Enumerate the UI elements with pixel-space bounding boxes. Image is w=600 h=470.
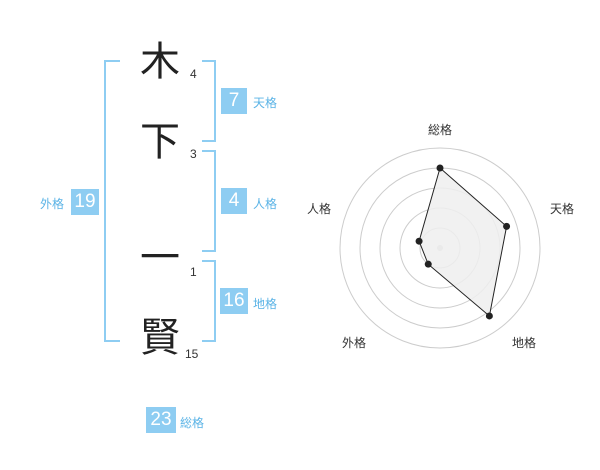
stroke-count-1: 4 xyxy=(190,67,197,81)
radar-ring-5 xyxy=(339,147,541,349)
radar-point-0 xyxy=(436,164,444,172)
radar-point-2 xyxy=(485,312,493,320)
radar-point-3 xyxy=(424,260,432,268)
soukaku-label: 総格 xyxy=(180,416,205,430)
tenkaku-label: 天格 xyxy=(253,96,278,110)
jinkaku-value: 4 xyxy=(221,188,247,214)
radar-axis-label-2: 地格 xyxy=(512,336,537,350)
radar-axis-label-1: 天格 xyxy=(550,202,575,216)
radar-axis-label-3: 外格 xyxy=(342,336,367,350)
radar-axis-label-4: 人格 xyxy=(307,202,332,216)
jinkaku-bracket xyxy=(202,150,216,252)
name-char-2: 下 xyxy=(140,119,180,165)
name-char-1: 木 xyxy=(140,39,180,85)
radar-series-polygon xyxy=(418,167,508,317)
soukaku-value: 23 xyxy=(146,407,176,433)
chikaku-value: 16 xyxy=(220,288,248,314)
jinkaku-label: 人格 xyxy=(253,197,278,211)
stroke-count-2: 3 xyxy=(190,147,197,161)
tenkaku-value: 7 xyxy=(221,88,247,114)
radar-point-4 xyxy=(415,237,423,245)
stroke-count-3: 1 xyxy=(190,265,197,279)
tenkaku-bracket xyxy=(202,60,216,142)
radar-axis-label-0: 総格 xyxy=(428,123,453,137)
gaikaku-value: 19 xyxy=(71,189,99,215)
gaikaku-bracket xyxy=(104,60,120,342)
name-char-3: 一 xyxy=(140,235,180,281)
radar-point-1 xyxy=(503,222,511,230)
chikaku-label: 地格 xyxy=(253,297,278,311)
chikaku-bracket xyxy=(202,260,216,342)
stroke-count-4: 15 xyxy=(185,347,199,361)
gaikaku-label: 外格 xyxy=(40,197,65,211)
name-char-4: 賢 xyxy=(140,315,180,361)
